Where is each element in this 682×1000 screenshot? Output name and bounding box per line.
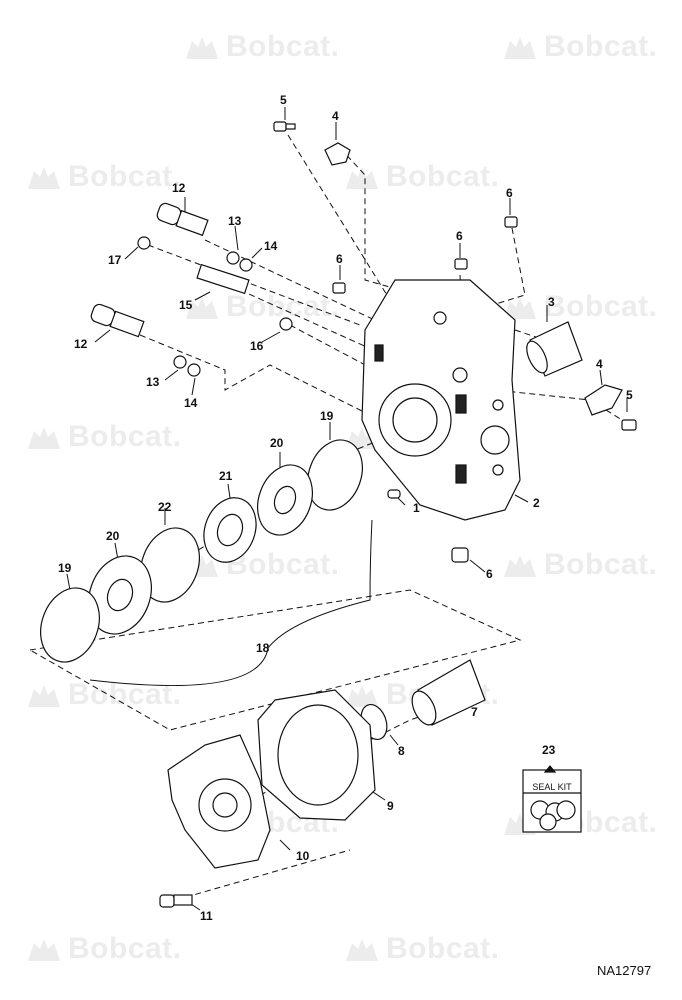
- plug-icon: [451, 547, 469, 563]
- end-cover-icon: [167, 734, 271, 869]
- bobcat-logo-icon: [500, 33, 540, 63]
- pump-housing-icon: [361, 279, 521, 521]
- callout-3: 3: [548, 295, 555, 309]
- dowel-pin-icon: [387, 489, 401, 499]
- callout-13: 13: [146, 375, 160, 389]
- callout-19: 19: [320, 409, 334, 423]
- callout-13: 13: [228, 214, 242, 228]
- o-ring-icon: [226, 251, 240, 265]
- drawing-number: NA12797: [597, 963, 652, 978]
- callout-20: 20: [106, 529, 120, 543]
- callout-21: 21: [219, 469, 233, 483]
- pressure-plate-icon: [88, 555, 152, 635]
- port-plate-icon: [307, 439, 363, 511]
- bolt-icon: [273, 121, 296, 132]
- callout-8: 8: [398, 744, 405, 758]
- watermark: Bobcat.: [500, 290, 658, 324]
- callout-10: 10: [296, 849, 310, 863]
- bobcat-logo-icon: [24, 935, 64, 965]
- bobcat-logo-icon: [182, 33, 222, 63]
- bobcat-logo-icon: [342, 935, 382, 965]
- callout-12: 12: [74, 337, 88, 351]
- bobcat-logo-icon: [24, 681, 64, 711]
- bobcat-logo-icon: [24, 163, 64, 193]
- callout-19: 19: [58, 561, 72, 575]
- callout-7: 7: [471, 705, 478, 719]
- plug-icon: [504, 216, 518, 228]
- callout-17: 17: [108, 253, 122, 267]
- port-plate-icon: [40, 587, 100, 663]
- sleeve-icon: [526, 321, 583, 377]
- o-ring-icon: [239, 258, 253, 272]
- plug-icon: [454, 258, 468, 270]
- pressure-plate-icon: [257, 464, 313, 536]
- callout-6: 6: [456, 229, 463, 243]
- callout-15: 15: [179, 298, 193, 312]
- valve-cartridge-icon: [156, 202, 209, 237]
- snap-ring-icon: [279, 317, 293, 331]
- valve-cartridge-icon: [90, 303, 145, 338]
- bobcat-logo-icon: [342, 681, 382, 711]
- bobcat-logo-icon: [500, 293, 540, 323]
- bolt-icon: [621, 419, 637, 431]
- adjuster-icon: [196, 263, 250, 295]
- bobcat-logo-icon: [24, 423, 64, 453]
- plug-icon: [137, 236, 151, 250]
- bolt-icon: [159, 894, 193, 908]
- watermark: Bobcat.: [500, 30, 658, 64]
- callout-6: 6: [506, 186, 513, 200]
- drive-shaft-icon: [411, 659, 486, 726]
- callout-4: 4: [332, 109, 339, 123]
- callout-14: 14: [264, 239, 278, 253]
- watermark: Bobcat.: [342, 160, 500, 194]
- bobcat-logo-icon: [500, 551, 540, 581]
- plug-icon: [332, 282, 346, 294]
- callout-4: 4: [596, 357, 603, 371]
- watermark: Bobcat.: [500, 548, 658, 582]
- bobcat-logo-icon: [342, 163, 382, 193]
- watermark: Bobcat.: [24, 420, 182, 454]
- callout-1: 1: [413, 501, 420, 515]
- callout-22: 22: [158, 500, 172, 514]
- watermark: Bobcat.: [24, 160, 182, 194]
- callout-14: 14: [184, 396, 198, 410]
- callout-18: 18: [256, 641, 270, 655]
- callout-20: 20: [270, 436, 284, 450]
- gear-icon: [203, 497, 257, 563]
- callout-11: 11: [200, 909, 213, 923]
- o-ring-icon: [187, 363, 201, 377]
- watermark: Bobcat.: [24, 932, 182, 966]
- callout-6: 6: [486, 567, 493, 581]
- callout-2: 2: [533, 496, 540, 510]
- callout-5: 5: [626, 388, 633, 402]
- watermark: Bobcat.: [342, 932, 500, 966]
- watermark: Bobcat.: [182, 30, 340, 64]
- gasket-icon: [257, 689, 376, 821]
- seal-kit-label: SEAL KIT: [532, 782, 572, 792]
- o-ring-icon: [173, 355, 187, 369]
- callout-6: 6: [336, 252, 343, 266]
- bracket-icon: [324, 142, 351, 166]
- callout-5: 5: [280, 93, 287, 107]
- callout-9: 9: [387, 799, 394, 813]
- callout-12: 12: [172, 181, 186, 195]
- callout-16: 16: [250, 339, 264, 353]
- cam-ring-icon: [140, 527, 200, 603]
- callout-23: 23: [542, 743, 556, 757]
- seal-kit-icon: [522, 765, 582, 833]
- bobcat-logo-icon: [182, 293, 222, 323]
- bracket-icon: [584, 384, 623, 416]
- part-shapes: [40, 121, 637, 908]
